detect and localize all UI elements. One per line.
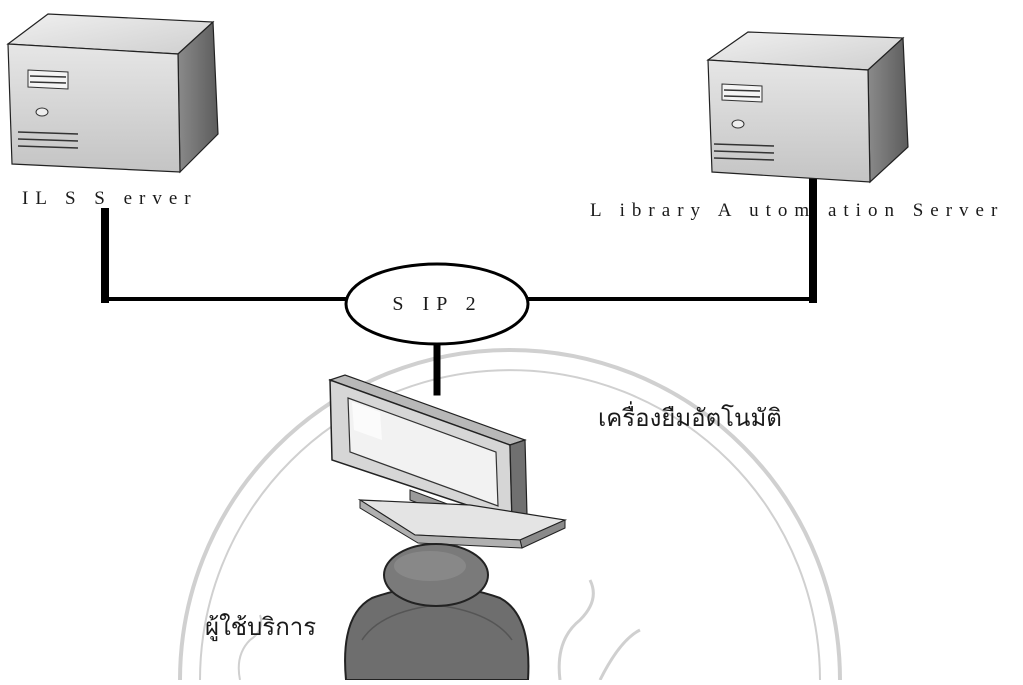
monitor-icon <box>328 374 568 549</box>
user-icon <box>344 543 530 681</box>
sip2-ellipse <box>344 262 530 346</box>
self-check-kiosk-label: เครื่องยืมอัตโนมัติ <box>598 404 782 432</box>
library-automation-server-label: L ibrary A utom ation Server <box>590 200 1005 221</box>
sip2-label: S IP 2 <box>392 292 483 315</box>
ils-server-label: IL S S erver <box>22 188 198 209</box>
server-icon <box>6 13 219 174</box>
user-label: ผู้ใช้บริการ <box>205 613 317 641</box>
connection-lines <box>101 171 817 396</box>
server-icon <box>706 31 909 184</box>
